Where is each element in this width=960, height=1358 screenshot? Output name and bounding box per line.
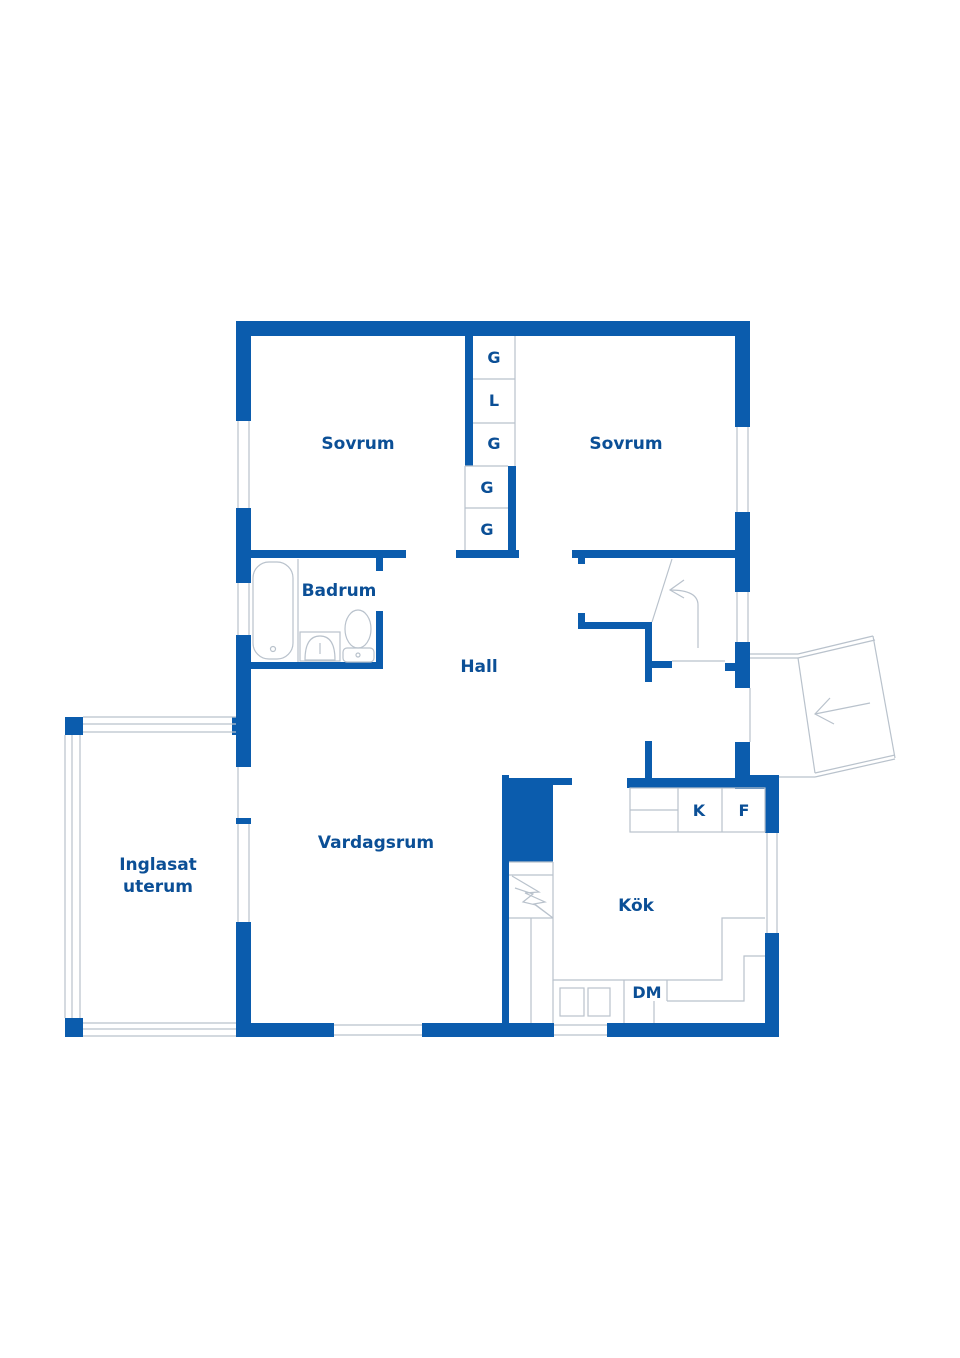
inner-walls (251, 336, 750, 1037)
stove-icon (559, 987, 585, 1017)
bathtub-icon (252, 561, 294, 660)
room-label-inglasat: Inglasat uterum (119, 854, 197, 898)
room-label-inglasat-line1: Inglasat (119, 855, 197, 875)
room-label-kok: Kök (618, 896, 654, 916)
bathroom-fixtures (252, 559, 375, 663)
entrance-arrow-icon (814, 697, 871, 725)
kitchen-cabinets (509, 787, 766, 1023)
closet-label: L (488, 391, 500, 410)
closet-label: G (480, 520, 494, 539)
room-label-vardagsrum: Vardagsrum (317, 833, 435, 853)
room-label-badrum: Badrum (301, 581, 377, 601)
room-label-hall: Hall (460, 657, 498, 677)
outer-walls (236, 321, 779, 1037)
appliance-label-diskmaskin: DM (632, 983, 662, 1002)
room-label-sovrum-right: Sovrum (589, 434, 663, 454)
appliance-label-kyl: K (692, 801, 706, 820)
closet-label: G (480, 478, 494, 497)
room-label-sovrum-left: Sovrum (321, 434, 395, 454)
chimney-icon (511, 875, 554, 919)
toilet-icon (344, 609, 372, 649)
door-swing-arrow-icon (651, 558, 725, 662)
entrance-landing (749, 635, 896, 778)
windows (237, 421, 778, 1036)
room-label-inglasat-line2: uterum (123, 877, 193, 897)
appliance-label-frys: F (738, 801, 750, 820)
glazed-porch (64, 716, 238, 1037)
closet-label: G (487, 348, 501, 367)
closet-label: G (487, 434, 501, 453)
sink-icon (299, 631, 341, 662)
closets (464, 336, 516, 550)
